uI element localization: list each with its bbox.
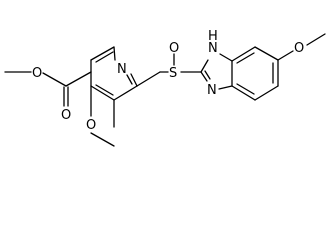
atom-label-sulfur: S (169, 66, 177, 81)
ring-bond-n-c3a (218, 85, 233, 90)
ring-bond-c2-n (200, 71, 208, 82)
ring-bond-c2-n (113, 46, 116, 61)
ring-bond-c5-c4 (254, 85, 279, 101)
ring-bond-c6-n (130, 73, 138, 87)
ring-bond-c5-c6 (113, 85, 138, 101)
atom-label-ester-o-single: O (32, 66, 42, 81)
ring-bond-c2-n-inner (204, 70, 211, 80)
benzene-methoxy-group: O (277, 33, 326, 61)
atom-label-pyridine-n: N (117, 62, 127, 77)
ring-bond-c7a-c7 (231, 46, 256, 62)
ring-bond-c2-nh (200, 59, 209, 73)
benzene-ring (231, 46, 279, 101)
pyridine-ring: N (90, 46, 138, 101)
chemical-structure: O O N O S O N H (4, 29, 326, 147)
ring-bond-c4-c3a (231, 85, 256, 101)
bond-methoxy-o-right-to-methyl (306, 33, 326, 46)
ring-bond-c4-c5-inner (95, 84, 114, 96)
bond-ring-to-ch2 (136, 71, 161, 87)
atom-label-methoxy-o-right: O (294, 41, 304, 56)
bond-ring-to-methoxy-o-right (277, 50, 294, 61)
imidazole-ring: N H N (200, 29, 233, 98)
bond-carbonyl-c-to-ring (65, 71, 92, 87)
ring-bond-c2-top-inner (95, 51, 114, 63)
bond-ester-o-to-carbonyl-c (42, 72, 67, 87)
atom-label-methoxy-o-left: O (86, 118, 96, 133)
sulfinyl-linker: S O (136, 41, 202, 87)
atom-label-imidazole-nh: N (208, 41, 218, 56)
atom-label-sulfoxide-o: O (169, 41, 179, 56)
methyl-ester-group: O O (4, 66, 92, 123)
pyridine-methoxy-group: O (86, 85, 115, 147)
bond-methoxy-o-to-methyl (90, 132, 115, 147)
ring-bond-c4-c5 (90, 85, 115, 101)
ring-bond-c7a-c7-inner (236, 52, 255, 64)
atom-label-imidazole-h: H (208, 29, 218, 44)
atom-label-imidazole-n: N (207, 83, 217, 98)
ring-bond-nh-c7a (219, 53, 233, 62)
ring-bond-c4-c3a-inner (236, 83, 255, 95)
ring-bond-c2-top (90, 46, 115, 61)
atom-label-ester-o-double: O (61, 108, 71, 123)
ring-bond-c7-c6 (254, 46, 279, 61)
ring-bond-c6-n-inner (126, 74, 133, 85)
